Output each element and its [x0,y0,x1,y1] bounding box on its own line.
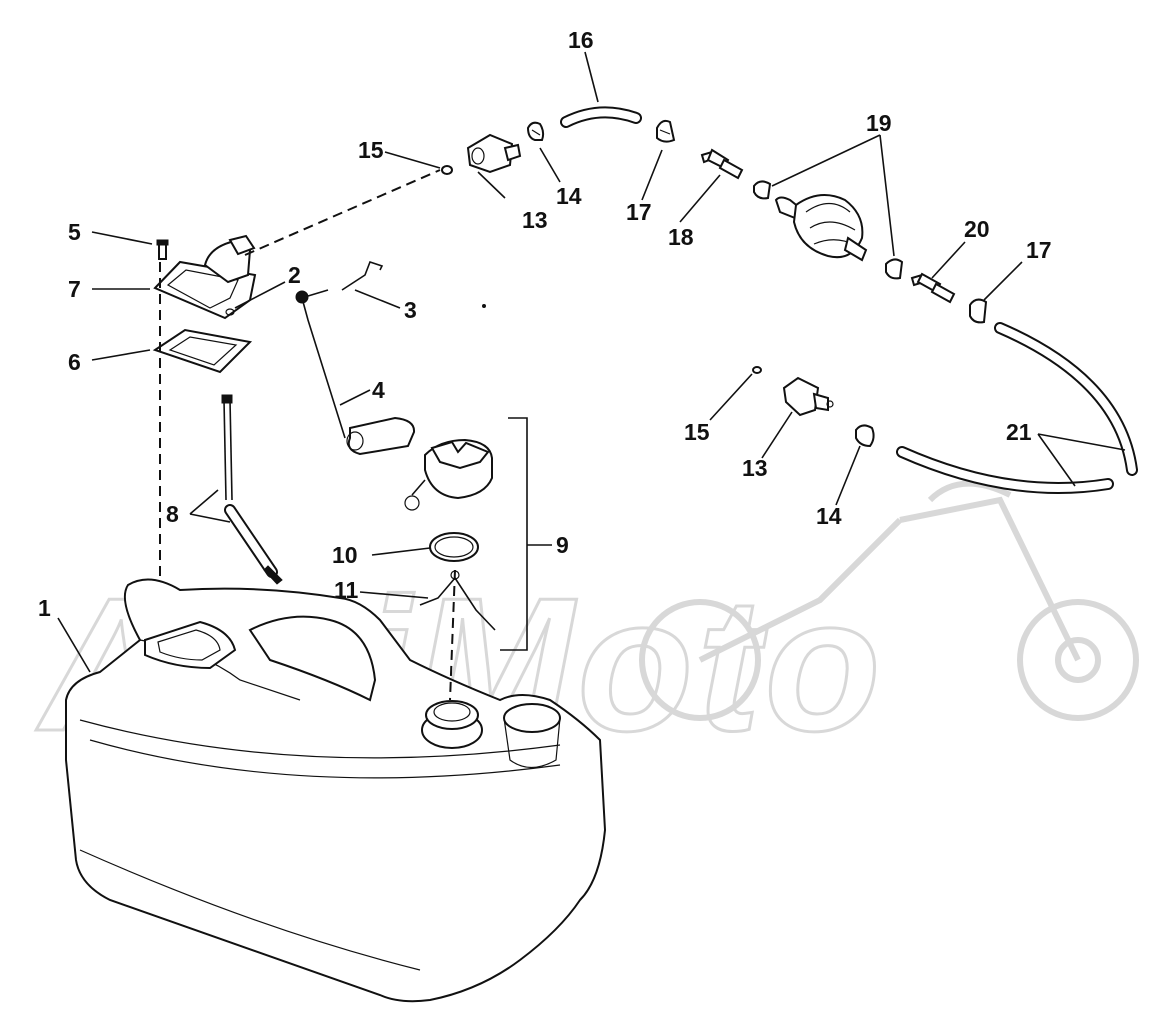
fuel-cap [404,438,493,511]
hose-clamp-14-right [855,424,875,448]
speck [482,304,486,308]
cap-gasket-ring [429,532,479,562]
fuel-connector-base [153,234,257,320]
fill-neck [421,700,483,749]
dash-line-connector [244,169,441,256]
callout-14b: 14 [816,503,842,529]
pickup-tube [221,394,283,585]
callout-18: 18 [668,224,694,250]
callout-5: 5 [68,219,81,245]
callout-13b: 13 [742,455,768,481]
callout-9: 9 [556,532,569,558]
fuel-tank [65,578,607,1003]
callout-6: 6 [68,349,81,375]
callout-16: 16 [568,27,594,53]
dash-line-cap [449,569,456,701]
o-ring-15-top [441,165,453,175]
callout-1: 1 [38,595,51,621]
primer-bulb [774,194,868,262]
fuel-hose-21 [896,322,1138,494]
fuel-connector-top [466,133,522,174]
hose-clamp-17-top [656,119,676,143]
hose-fitting-18 [700,148,744,180]
callout-15a: 15 [358,137,384,163]
callout-13a: 13 [522,207,548,233]
bracket-9 [500,417,528,651]
callout-2: 2 [288,262,301,288]
callout-3: 3 [404,297,417,323]
callout-labels: 1 2 3 4 5 6 7 8 9 10 11 13 13 14 14 15 1… [38,27,1052,621]
hose-fitting-20 [910,272,956,304]
callout-7: 7 [68,276,81,302]
gasket [152,328,253,374]
hose-clamp-19-right [885,258,904,280]
fuel-connector-right [782,376,834,417]
callout-15b: 15 [684,419,710,445]
vent-boss [503,703,561,769]
hose-clamp-17-right [969,298,988,324]
callout-21: 21 [1006,419,1032,445]
callout-20: 20 [964,216,990,242]
hose-clamp-14-top [526,121,545,141]
callout-17a: 17 [626,199,652,225]
callout-19: 19 [866,110,892,136]
o-ring-small [225,308,235,316]
callout-10: 10 [332,542,358,568]
hose-16 [560,106,642,128]
callout-14a: 14 [556,183,582,209]
leader-lines [57,51,1126,673]
hose-clamp-19-left [753,180,772,200]
o-ring-15-right [752,366,762,374]
retainer-clip [341,260,384,291]
callout-8: 8 [166,501,179,527]
callout-11: 11 [334,577,359,603]
screw [156,239,169,260]
float-arm [295,289,416,456]
callout-17b: 17 [1026,237,1052,263]
watermark-motorcycle-icon [639,480,1139,721]
callout-4: 4 [372,377,385,403]
